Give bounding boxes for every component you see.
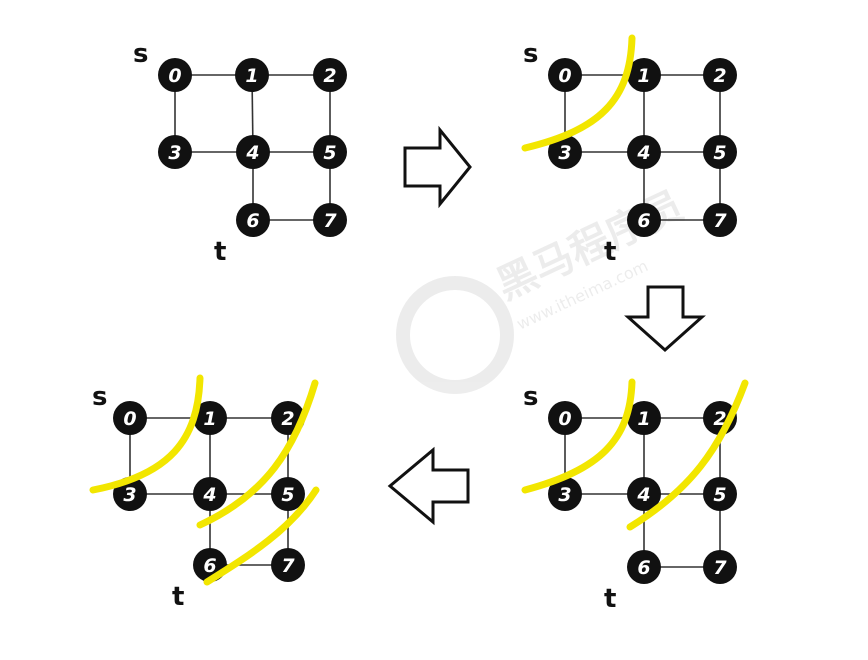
- left-arrow-icon: [387, 446, 470, 526]
- graph-panel-4: 0 1 2 3 4 5 6 7 s t: [89, 374, 320, 612]
- node-7: [703, 203, 737, 237]
- cut-line: [196, 379, 319, 529]
- node-label: 1: [245, 65, 258, 87]
- node-0: [113, 401, 147, 435]
- cut-line: [521, 378, 636, 494]
- node-label: 7: [281, 555, 295, 577]
- node-label: 3: [168, 142, 181, 164]
- node-label: 4: [636, 142, 650, 164]
- node-3: [548, 135, 582, 169]
- source-label: s: [523, 39, 538, 69]
- node-label: 6: [246, 210, 259, 232]
- node-1: [627, 58, 661, 92]
- node-label: 3: [123, 484, 136, 506]
- node-3: [548, 477, 582, 511]
- node-label: 6: [637, 210, 650, 232]
- node-4: [236, 135, 270, 169]
- source-label: s: [133, 39, 148, 69]
- node-7: [271, 548, 305, 582]
- node-label: 1: [637, 408, 650, 430]
- node-label: 4: [245, 142, 259, 164]
- cut-line: [521, 34, 636, 152]
- node-7: [703, 550, 737, 584]
- right-arrow-icon: [403, 125, 472, 209]
- node-6: [236, 203, 270, 237]
- node-label: 2: [323, 65, 336, 87]
- sink-label: t: [604, 584, 616, 614]
- watermark-logo-icon: [396, 276, 514, 394]
- node-label: 2: [713, 65, 726, 87]
- node-label: 0: [168, 65, 181, 87]
- node-4: [627, 135, 661, 169]
- node-5: [703, 477, 737, 511]
- node-5: [703, 135, 737, 169]
- node-4: [193, 477, 227, 511]
- node-4: [627, 477, 661, 511]
- node-label: 4: [202, 484, 216, 506]
- node-label: 3: [558, 484, 571, 506]
- node-label: 5: [713, 142, 726, 164]
- node-5: [313, 135, 347, 169]
- node-5: [271, 477, 305, 511]
- node-label: 6: [637, 557, 650, 579]
- node-label: 1: [637, 65, 650, 87]
- graph-panel-2: 0 1 2 3 4 5 6 7 s t: [521, 34, 737, 267]
- down-arrow-icon: [624, 285, 706, 353]
- node-label: 1: [203, 408, 216, 430]
- cut-line: [89, 374, 204, 494]
- cut-line: [203, 486, 320, 586]
- sink-label: t: [604, 237, 616, 267]
- node-0: [548, 401, 582, 435]
- node-label: 7: [713, 210, 727, 232]
- node-2: [313, 58, 347, 92]
- node-label: 6: [203, 555, 216, 577]
- node-label: 0: [123, 408, 136, 430]
- node-label: 4: [636, 484, 650, 506]
- sink-label: t: [172, 582, 184, 612]
- node-7: [313, 203, 347, 237]
- node-6: [627, 550, 661, 584]
- node-0: [158, 58, 192, 92]
- node-6: [627, 203, 661, 237]
- node-label: 5: [713, 484, 726, 506]
- cut-line: [626, 379, 749, 531]
- node-label: 7: [713, 557, 727, 579]
- node-label: 2: [281, 408, 294, 430]
- node-2: [703, 58, 737, 92]
- graph-panel-1: 0 1 2 3 4 5 6 7 s t: [133, 39, 347, 267]
- sink-label: t: [214, 237, 226, 267]
- node-1: [235, 58, 269, 92]
- node-label: 3: [558, 142, 571, 164]
- node-1: [193, 401, 227, 435]
- node-label: 7: [323, 210, 337, 232]
- node-label: 0: [558, 65, 571, 87]
- node-0: [548, 58, 582, 92]
- node-3: [158, 135, 192, 169]
- node-label: 5: [323, 142, 336, 164]
- node-1: [627, 401, 661, 435]
- node-label: 5: [281, 484, 294, 506]
- source-label: s: [523, 382, 538, 412]
- node-label: 0: [558, 408, 571, 430]
- source-label: s: [92, 382, 107, 412]
